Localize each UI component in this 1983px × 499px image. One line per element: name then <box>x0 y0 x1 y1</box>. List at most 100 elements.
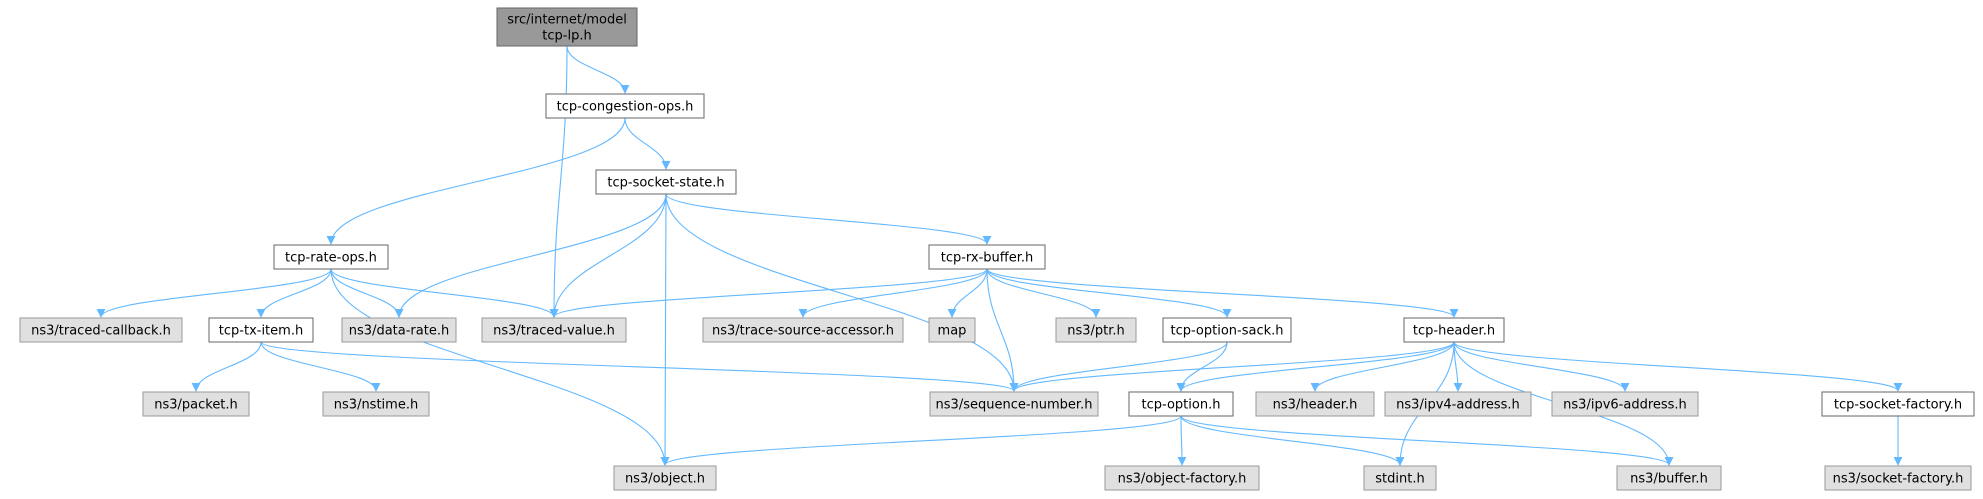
edge-rxbuf-to-sack <box>986 268 1232 318</box>
node-box <box>142 391 250 417</box>
edge-rxbuf-to-hdr <box>986 268 1459 318</box>
node-ns3-data-rate-h: ns3/data-rate.h <box>341 317 457 343</box>
node-label: tcp-header.h <box>1413 324 1495 339</box>
node-label: tcp-socket-factory.h <box>1834 398 1962 413</box>
node-tcp-tx-item-h[interactable]: tcp-tx-item.h <box>208 317 314 343</box>
node-box <box>1055 317 1137 343</box>
node-label: ns3/traced-value.h <box>493 324 615 339</box>
node-ns3-buffer-h: ns3/buffer.h <box>1616 465 1722 491</box>
node-box <box>1824 465 1972 491</box>
edge-sock-to-tval <box>549 193 667 318</box>
node-box <box>1403 317 1505 343</box>
edge-opt-to-stdint <box>1180 415 1405 466</box>
node-label: ns3/object-factory.h <box>1118 472 1247 487</box>
node-map: map <box>928 317 976 343</box>
node-label: ns3/packet.h <box>154 398 238 413</box>
edge-opt-to-objfac <box>1177 415 1187 466</box>
edge-cong-to-rate <box>326 117 626 245</box>
node-tcp-socket-state-h[interactable]: tcp-socket-state.h <box>595 169 737 195</box>
node-label: ns3/buffer.h <box>1630 472 1708 487</box>
node-tcp-option-sack-h[interactable]: tcp-option-sack.h <box>1162 317 1292 343</box>
node-box <box>1104 465 1260 491</box>
node-tcp-socket-factory-h[interactable]: tcp-socket-factory.h <box>1821 391 1975 417</box>
node-box <box>1255 391 1375 417</box>
edge-rxbuf-to-map <box>947 268 988 318</box>
node-box <box>928 244 1046 270</box>
node-box <box>702 317 904 343</box>
node-label: src/internet/model <box>507 13 627 28</box>
node-label: ns3/object.h <box>625 472 705 487</box>
node-ns3-ipv6-address-h: ns3/ipv6-address.h <box>1551 391 1699 417</box>
node-label: ns3/sequence-number.h <box>936 398 1093 413</box>
node-box <box>1128 391 1234 417</box>
node-ns3-socket-factory-h: ns3/socket-factory.h <box>1824 465 1972 491</box>
node-ns3-trace-source-accessor-h: ns3/trace-source-accessor.h <box>702 317 904 343</box>
node-tcp-header-h[interactable]: tcp-header.h <box>1403 317 1505 343</box>
edge-sack-to-opt <box>1176 341 1228 392</box>
edge-hdr-to-opt <box>1176 341 1455 392</box>
node-box <box>341 317 457 343</box>
node-box <box>613 465 717 491</box>
node-tcp-rx-buffer-h[interactable]: tcp-rx-buffer.h <box>928 244 1046 270</box>
edge-txitem-to-nstime <box>260 341 381 392</box>
edge-hdr-to-seq <box>1009 341 1455 392</box>
edge-rxbuf-to-tsacc <box>798 268 988 318</box>
node-ns3-ipv4-address-h: ns3/ipv4-address.h <box>1384 391 1532 417</box>
edge-txitem-to-seq <box>260 341 1019 392</box>
edge-rate-to-tcb <box>96 268 332 318</box>
node-box <box>208 317 314 343</box>
edge-rate-to-object <box>330 268 670 466</box>
edge-rxbuf-to-seq <box>986 268 1019 392</box>
edge-root-to-tval <box>549 45 568 318</box>
graph-edges <box>96 45 1903 466</box>
node-ns3-nstime-h: ns3/nstime.h <box>322 391 430 417</box>
node-box <box>1821 391 1975 417</box>
node-label: ns3/ptr.h <box>1067 324 1125 339</box>
node-box <box>928 317 976 343</box>
edge-hdr-to-sockfac <box>1453 341 1903 392</box>
edge-cong-to-sock <box>624 117 671 170</box>
node-ns3-header-h: ns3/header.h <box>1255 391 1375 417</box>
node-ns3-traced-value-h: ns3/traced-value.h <box>481 317 627 343</box>
node-tcp-congestion-ops-h[interactable]: tcp-congestion-ops.h <box>545 93 705 119</box>
node-box <box>1551 391 1699 417</box>
node-box <box>19 317 183 343</box>
edge-hdr-to-ipv6 <box>1453 341 1630 392</box>
node-box <box>481 317 627 343</box>
node-tcp-option-h[interactable]: tcp-option.h <box>1128 391 1234 417</box>
node-box <box>595 169 737 195</box>
node-label: tcp-rx-buffer.h <box>941 251 1034 266</box>
node-ns3-object-h: ns3/object.h <box>613 465 717 491</box>
node-ns3-packet-h: ns3/packet.h <box>142 391 250 417</box>
edge-rate-to-datarate <box>330 268 404 318</box>
node-box <box>1363 465 1437 491</box>
node-ns3-traced-callback-h: ns3/traced-callback.h <box>19 317 183 343</box>
edge-rxbuf-to-tval <box>549 268 988 318</box>
node-label: ns3/nstime.h <box>334 398 418 413</box>
node-box <box>322 391 430 417</box>
node-label: tcp-rate-ops.h <box>285 251 377 266</box>
node-box <box>1384 391 1532 417</box>
node-tcp-rate-ops-h[interactable]: tcp-rate-ops.h <box>273 244 389 270</box>
edge-opt-to-buffer <box>1180 415 1674 466</box>
edge-root-to-cong <box>566 45 630 94</box>
node-label: ns3/ipv6-address.h <box>1563 398 1687 413</box>
edge-sock-to-seq <box>665 193 1019 392</box>
node-label: tcp-tx-item.h <box>219 324 303 339</box>
node-label: ns3/data-rate.h <box>349 324 449 339</box>
edge-hdr-to-ipv4 <box>1453 341 1463 392</box>
node-label: tcp-socket-state.h <box>607 176 724 191</box>
node-label: stdint.h <box>1375 472 1424 487</box>
node-box <box>496 7 638 47</box>
node-ns3-ptr-h: ns3/ptr.h <box>1055 317 1137 343</box>
node-label: tcp-congestion-ops.h <box>557 100 694 115</box>
edge-rate-to-txitem <box>256 268 332 318</box>
node-ns3-sequence-number-h: ns3/sequence-number.h <box>929 391 1099 417</box>
edge-opt-to-object <box>660 415 1182 466</box>
edge-sock-to-object <box>660 193 670 466</box>
node-box <box>273 244 389 270</box>
node-label: tcp-option-sack.h <box>1170 324 1283 339</box>
